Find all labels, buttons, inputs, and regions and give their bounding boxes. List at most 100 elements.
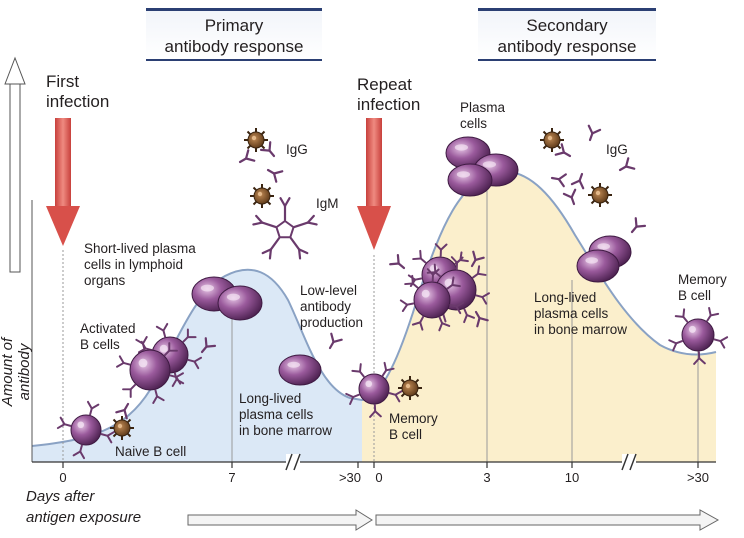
surface-antibody-icon — [438, 316, 451, 332]
time-arrow-primary — [187, 509, 373, 531]
surface-antibody-icon — [674, 308, 689, 323]
first-infection-label: First infection — [46, 72, 110, 111]
surface-antibody-icon — [399, 299, 415, 313]
surface-antibody-icon — [463, 308, 476, 324]
surface-antibody-icon — [182, 328, 197, 343]
antibody-icon — [618, 157, 636, 172]
activated-b-cell — [129, 349, 171, 391]
igg-primary-label: IgG — [286, 142, 308, 157]
surface-antibody-icon — [116, 355, 131, 368]
first-infection-arrow — [46, 118, 80, 246]
virus-icon — [398, 376, 422, 400]
surface-antibody-icon — [668, 339, 684, 352]
activated-b-cells-label: Activated B cells — [80, 321, 136, 352]
tick-label-3: 0 — [375, 470, 383, 485]
antibody-icon — [266, 168, 284, 183]
naive-b-cell — [70, 414, 102, 446]
memory-b-cell-label-2: Memory B cell — [678, 272, 727, 303]
surface-antibody-icon — [713, 336, 729, 349]
antibody-icon — [238, 149, 256, 164]
surface-antibody-icon — [351, 363, 365, 378]
long-lived-secondary-label: Long-lived plasma cells in bone marrow — [534, 290, 628, 337]
long-lived-plasma-cell — [278, 354, 322, 386]
surface-antibody-icon — [404, 274, 419, 289]
memory-b-cell — [681, 318, 715, 352]
tick-label-1: 7 — [228, 470, 236, 485]
surface-antibody-icon — [426, 268, 440, 283]
time-guides — [62, 250, 375, 462]
surface-antibody-icon — [163, 342, 178, 357]
virus-icon — [250, 184, 274, 208]
tick-label-2: >30 — [338, 470, 362, 485]
antibody-icon — [470, 250, 485, 268]
virus-icon — [110, 416, 134, 440]
x-axis-label-line1: Days after — [26, 488, 95, 505]
y-axis-label: Amount of antibody — [0, 337, 33, 407]
repeat-infection-arrow — [357, 118, 391, 250]
antibody-icon — [550, 173, 567, 188]
surface-antibody-icon — [187, 356, 203, 370]
repeat-infection-label: Repeat infection — [357, 75, 421, 114]
vertical-guides — [231, 190, 699, 462]
cells-layer — [56, 124, 729, 460]
surface-antibody-icon — [56, 416, 72, 430]
surface-antibody-icon — [86, 400, 100, 416]
long-lived-primary-label: Long-lived plasma cells in bone marrow — [239, 391, 333, 438]
surface-antibody-icon — [411, 315, 425, 331]
plasma-cells-label: Plasma cells — [460, 100, 506, 131]
x-axis-label-line2: antigen exposure — [26, 509, 142, 526]
tick-label-0: 0 — [59, 470, 67, 485]
surface-antibody-icon — [381, 361, 395, 377]
surface-antibody-icon — [434, 243, 448, 258]
surface-antibody-icon — [388, 389, 404, 403]
surface-antibody-icon — [471, 265, 487, 279]
virus-icon — [588, 183, 612, 207]
plasma-cell — [447, 163, 493, 197]
surface-antibody-icon — [169, 372, 184, 385]
antibody-icon — [389, 253, 406, 270]
y-axis-arrow — [4, 56, 26, 273]
long-lived-plasma-cell — [576, 249, 620, 283]
activated-b-cell — [413, 281, 451, 319]
surface-antibody-icon — [446, 276, 461, 290]
surface-antibody-icon — [345, 392, 361, 405]
surface-antibody-icon — [693, 350, 706, 365]
antibody-icon — [587, 124, 602, 142]
igm-pentamer-icon — [252, 197, 318, 260]
primary-response-banner: Primary antibody response — [146, 8, 322, 61]
axis-break-1 — [285, 453, 301, 471]
short-lived-plasma-label: Short-lived plasma cells in lymphoid org… — [84, 241, 196, 288]
secondary-response-area — [362, 171, 716, 463]
antibody-icon — [259, 141, 276, 158]
antibody-icon — [554, 143, 572, 158]
surface-antibody-icon — [475, 292, 490, 305]
surface-antibody-icon — [72, 444, 86, 460]
igg-secondary-label: IgG — [606, 142, 628, 157]
memory-b-cell — [358, 373, 390, 405]
time-arrow-secondary — [375, 509, 720, 531]
surface-antibody-icon — [122, 383, 137, 398]
tick-label-4: 3 — [483, 470, 491, 485]
surface-antibody-icon — [706, 306, 720, 322]
antibody-icon — [200, 337, 217, 354]
virus-icon — [540, 128, 564, 152]
antibody-icon — [328, 332, 343, 350]
antibody-icon — [570, 172, 585, 190]
antibody-icon — [474, 310, 489, 328]
secondary-response-banner: Secondary antibody response — [478, 8, 656, 61]
low-level-production-label: Low-level antibody production — [300, 283, 364, 330]
surface-antibody-icon — [369, 403, 382, 418]
surface-antibody-icon — [100, 430, 116, 444]
igm-label: IgM — [316, 196, 339, 211]
x-axis — [32, 461, 716, 468]
memory-b-cell-label-1: Memory B cell — [389, 411, 438, 442]
virus-icon — [244, 128, 268, 152]
tick-label-6: >30 — [686, 470, 710, 485]
surface-antibody-icon — [155, 322, 169, 338]
antibody-icon — [562, 188, 577, 206]
antibody-icon — [115, 402, 130, 420]
surface-antibody-icon — [449, 301, 465, 315]
surface-antibody-icon — [135, 336, 148, 351]
